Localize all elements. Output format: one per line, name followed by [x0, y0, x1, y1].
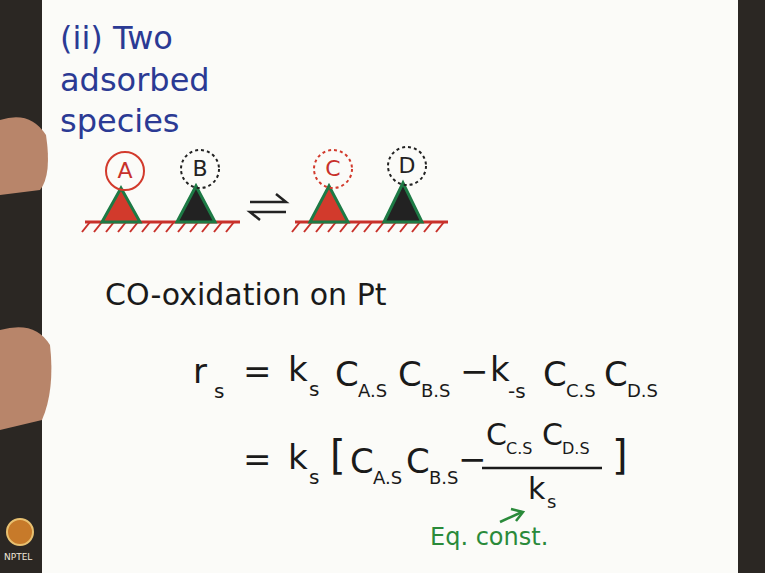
equation-subscript: A.S [358, 381, 387, 402]
species-letter: B [179, 148, 221, 190]
adsorbed-species-circle: C [312, 148, 354, 190]
nptel-emblem [7, 519, 33, 545]
equation-subscript: B.S [429, 468, 459, 489]
equation-bracket: [ [330, 432, 346, 478]
equation-symbol: = [243, 440, 272, 479]
equation-symbol: k [490, 350, 510, 389]
dark-border [0, 0, 42, 573]
equation-symbol: k [288, 438, 308, 477]
equation-subscript: A.S [373, 468, 402, 489]
equation-symbol: C [486, 418, 507, 453]
adsorbed-species-circle: A [104, 150, 146, 192]
catalyst-surface [82, 186, 240, 232]
equation-subscript: C.S [566, 381, 596, 402]
equation-subscript: D.S [627, 381, 658, 402]
equation-subscript: D.S [562, 440, 590, 458]
note-text: CO-oxidation on Pt [105, 278, 386, 313]
equation-symbol: k [528, 472, 545, 507]
callout-note: Eq. const. [430, 524, 548, 552]
hand [0, 117, 48, 195]
logo-text: NPTEL [4, 552, 32, 562]
adsorbed-species-circle: D [386, 145, 428, 187]
equation-subscript: C.S [506, 440, 532, 458]
equation-bracket: ] [612, 432, 628, 478]
callout-arrow [500, 509, 523, 522]
equation-subscript: s [547, 492, 556, 513]
equation-symbol: C [543, 355, 567, 394]
equation-subscript: s [309, 378, 319, 401]
equilibrium-arrows [250, 194, 286, 220]
equation-symbol: C [604, 355, 628, 394]
equation-symbol: − [460, 352, 489, 391]
equation-symbol: C [398, 355, 422, 394]
equation-symbol: − [458, 440, 487, 479]
adsorbed-species-circle: B [179, 148, 221, 190]
equation-symbol: k [288, 350, 308, 389]
dark-border [738, 0, 765, 573]
hand [0, 327, 51, 430]
equation-symbol: C [406, 442, 430, 481]
equation-subscript: s [309, 466, 319, 489]
species-letter: C [312, 148, 354, 190]
equation-symbol: C [350, 442, 374, 481]
catalyst-surface [292, 183, 448, 232]
equation-subscript: s [214, 380, 224, 403]
species-letter: A [104, 150, 146, 192]
slide-title: (ii) Two adsorbed species [60, 18, 332, 143]
fraction-bar [482, 467, 602, 470]
equation-symbol: C [542, 418, 563, 453]
equation-symbol: r [193, 352, 207, 391]
species-letter: D [386, 145, 428, 187]
equation-subscript: -s [508, 380, 526, 403]
equation-symbol: C [335, 355, 359, 394]
equation-subscript: B.S [421, 381, 451, 402]
equation-symbol: = [243, 352, 272, 391]
